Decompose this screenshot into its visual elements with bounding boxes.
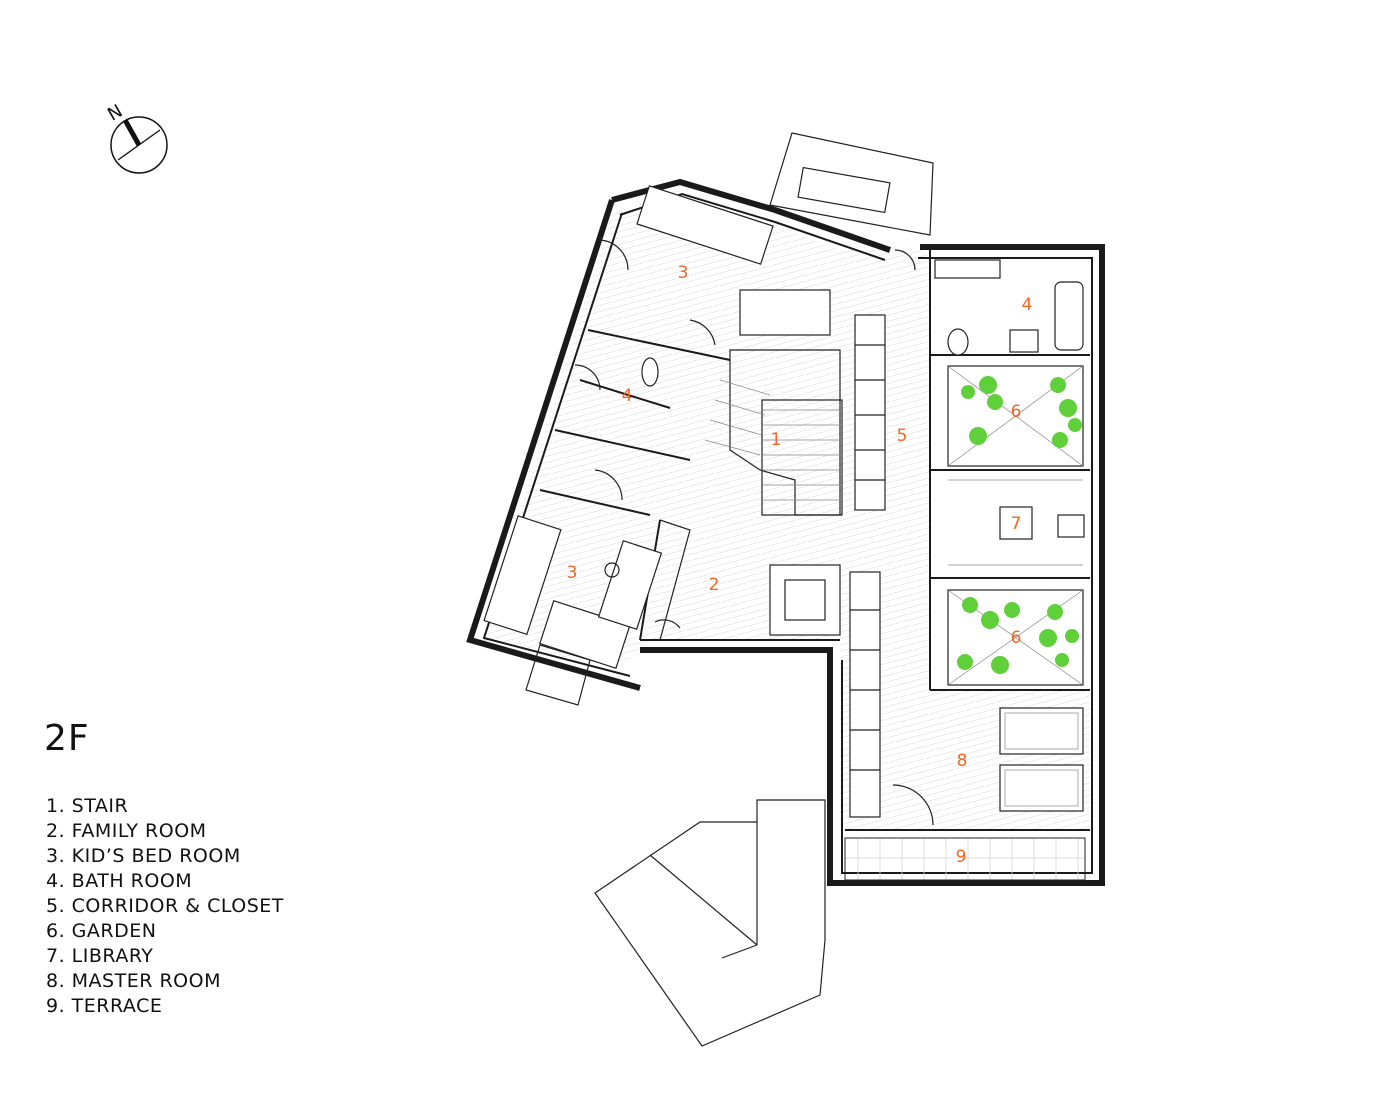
garden-top — [947, 365, 1084, 467]
room-number-bath-left: 4 — [622, 386, 633, 406]
closets — [849, 314, 886, 818]
room-number-family-room: 2 — [709, 575, 720, 595]
legend-item-garden: 6. GARDEN — [46, 920, 157, 942]
north-compass: N — [104, 101, 168, 174]
room-number-stair: 1 — [771, 430, 782, 450]
terrace-tiles — [844, 837, 1086, 881]
family-room-furniture — [659, 289, 841, 641]
room-number-library: 7 — [1011, 514, 1022, 534]
room-number-terrace: 9 — [956, 847, 967, 867]
lower-roof — [594, 799, 826, 1047]
garden-bottom — [947, 589, 1084, 686]
exterior-walls — [466, 178, 1105, 886]
library-furniture — [948, 479, 1085, 566]
legend-item-library: 7. LIBRARY — [46, 945, 154, 967]
room-number-corridor: 5 — [897, 426, 908, 446]
bath-fixtures — [641, 259, 1084, 387]
room-number-bath-right: 4 — [1022, 295, 1033, 315]
roof-element — [769, 132, 934, 236]
floor-title: 2F — [44, 718, 90, 759]
stair — [704, 349, 843, 516]
room-number-garden-top: 6 — [1011, 402, 1022, 422]
legend-item-terrace: 9. TERRACE — [46, 995, 163, 1017]
room-number-garden-bottom: 6 — [1011, 628, 1022, 648]
legend-item-bath-room: 4. BATH ROOM — [46, 870, 193, 892]
master-beds — [892, 707, 1084, 826]
kids-room-furniture — [483, 185, 774, 669]
room-number-kids-room-top: 3 — [678, 263, 689, 283]
floor-fill — [480, 190, 1090, 830]
doors — [574, 239, 916, 629]
room-number-master-room: 8 — [957, 751, 968, 771]
legend-item-kids-bed-room: 3. KID’S BED ROOM — [46, 845, 241, 867]
room-legend: 1. STAIR 2. FAMILY ROOM 3. KID’S BED ROO… — [46, 794, 284, 1019]
legend-item-corridor-closet: 5. CORRIDOR & CLOSET — [46, 895, 284, 917]
legend-item-master-room: 8. MASTER ROOM — [46, 970, 221, 992]
interior-walls — [539, 250, 1090, 831]
room-number-kids-room-bottom: 3 — [567, 563, 578, 583]
legend-item-stair: 1. STAIR — [46, 795, 129, 817]
room-numbers: 1 2 3 3 4 4 5 6 6 7 8 9 — [567, 263, 1033, 867]
legend-item-family-room: 2. FAMILY ROOM — [46, 820, 207, 842]
